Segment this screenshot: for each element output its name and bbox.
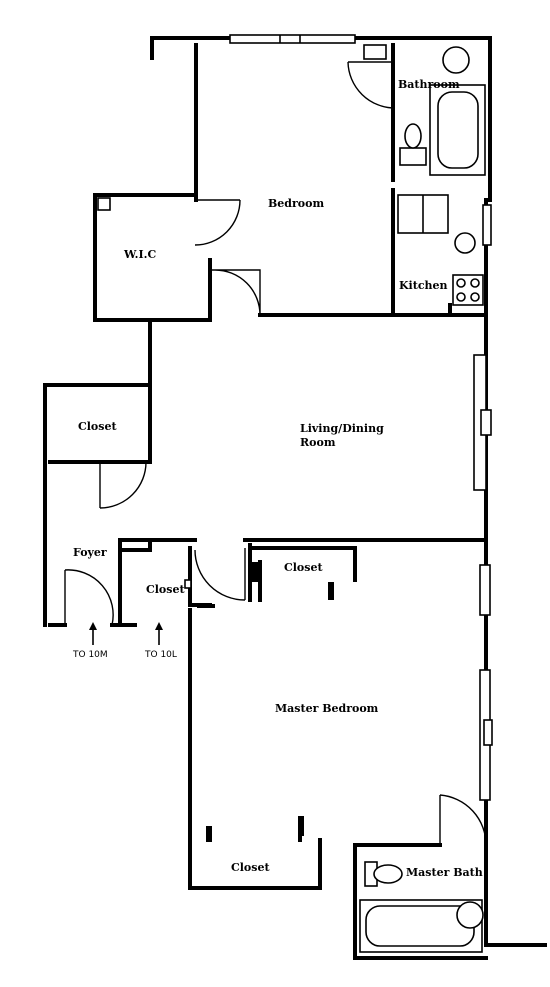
door-swing-icon <box>64 61 487 846</box>
kitchen-counter <box>397 194 476 254</box>
windows <box>229 34 493 801</box>
label-to-10m: TO 10M <box>72 650 108 660</box>
walls <box>43 36 547 960</box>
label-wic: W.I.C <box>123 248 156 261</box>
label-bedroom: Bedroom <box>268 197 324 210</box>
bathtub-icon <box>429 84 486 176</box>
closet-rods <box>184 562 334 842</box>
entry-arrow-icon <box>89 622 163 645</box>
room-labels: Bathroom Bedroom W.I.C Kitchen Closet Li… <box>73 78 483 879</box>
label-kitchen: Kitchen <box>399 279 448 292</box>
label-to-10l: TO 10L <box>144 650 177 660</box>
label-closet-left: Closet <box>78 420 117 433</box>
annotations: TO 10M TO 10L <box>72 650 177 660</box>
label-closet-foyer: Closet <box>146 583 185 596</box>
label-closet-center: Closet <box>284 561 323 574</box>
label-master-bedroom: Master Bedroom <box>275 702 379 715</box>
wic-shelf <box>97 197 111 211</box>
label-closet-bottom: Closet <box>231 861 270 874</box>
label-bathroom: Bathroom <box>398 78 460 91</box>
master-bath-fixtures <box>359 861 484 953</box>
toilet-icon <box>399 123 427 166</box>
label-master-bath: Master Bath <box>406 866 483 879</box>
label-living-line1: Living/Dining <box>300 422 384 435</box>
sink-icon <box>363 44 470 74</box>
label-living-line2: Room <box>300 436 336 449</box>
label-foyer: Foyer <box>73 546 107 559</box>
stove-icon <box>452 274 484 306</box>
